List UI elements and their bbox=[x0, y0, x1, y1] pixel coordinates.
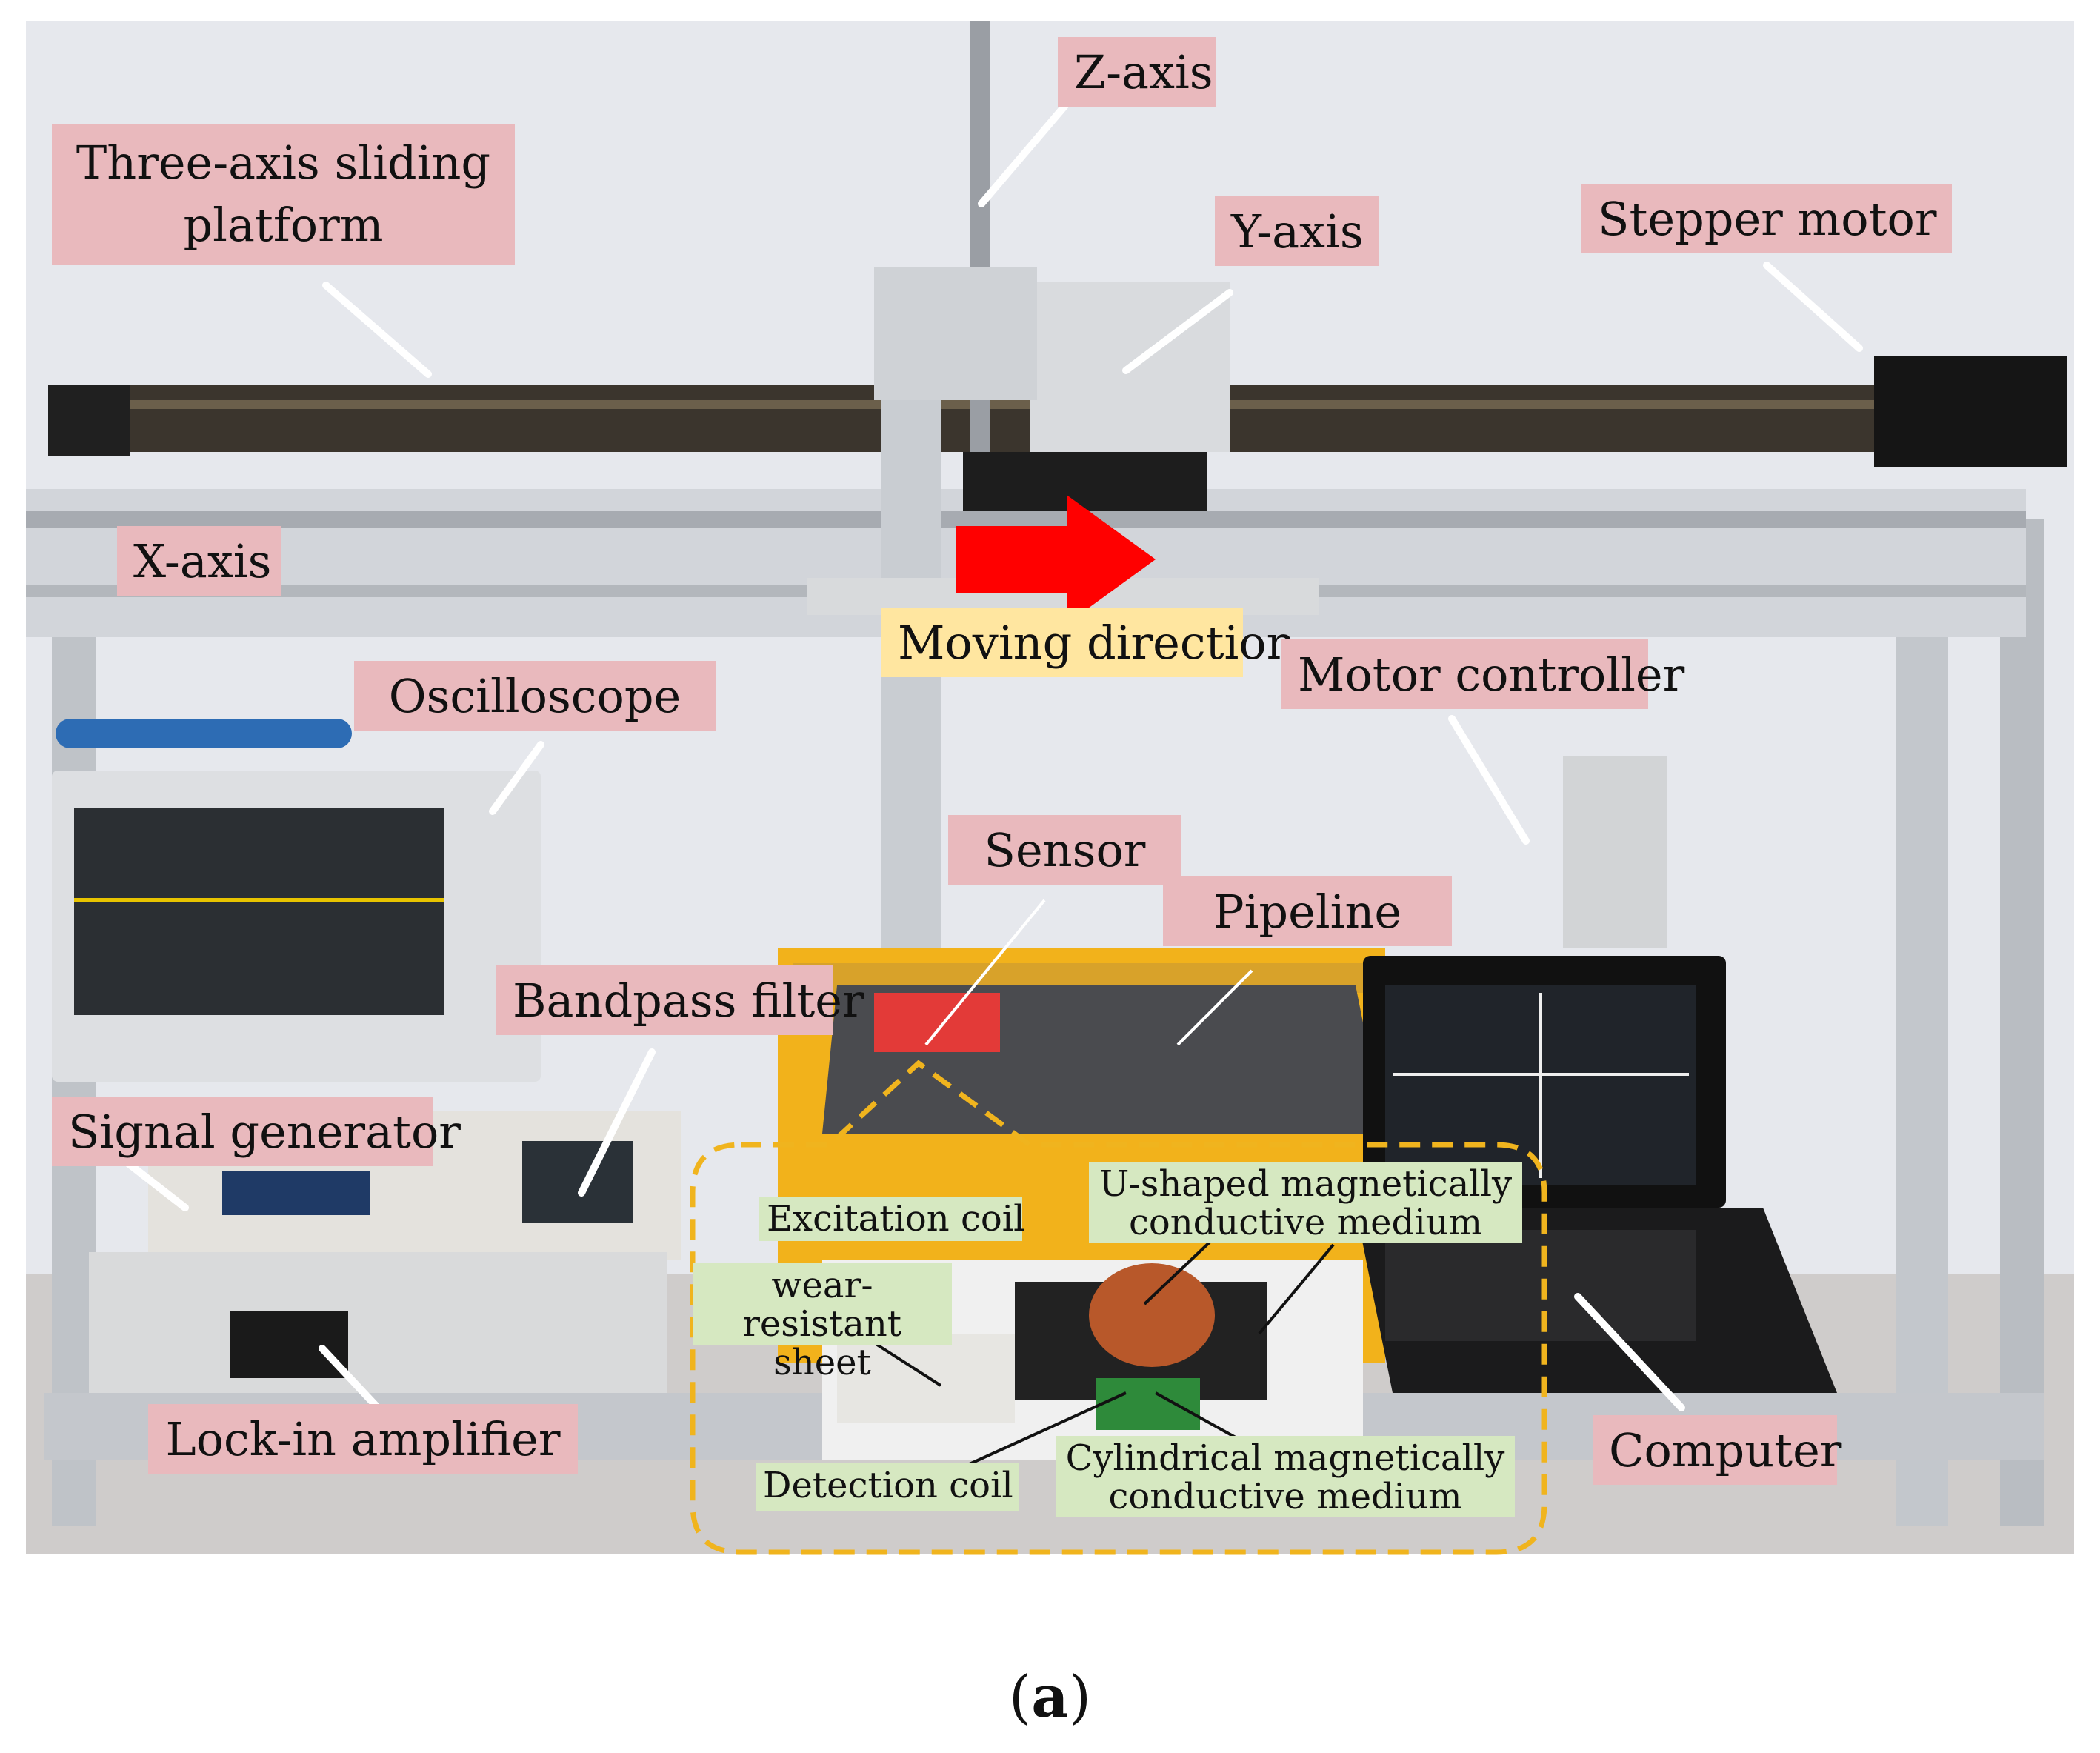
leader-stepper bbox=[1763, 262, 1863, 352]
leader-computer bbox=[1574, 1293, 1685, 1411]
label-wear-resistant-sheet: wear-resistant sheet bbox=[693, 1263, 952, 1382]
inset-excitation-coil bbox=[1089, 1263, 1215, 1367]
label-z-axis: Z-axis bbox=[1058, 37, 1216, 107]
label-cylindrical-medium: Cylindrical magnetically conductive medi… bbox=[1056, 1436, 1515, 1517]
laptop-keyboard bbox=[1385, 1230, 1696, 1341]
figure-caption: (a) bbox=[0, 1663, 2100, 1731]
label-pipeline: Pipeline bbox=[1163, 876, 1452, 946]
label-stepper-motor: Stepper motor bbox=[1581, 184, 1952, 253]
leader-lines-thin bbox=[924, 899, 1253, 1046]
caption-open: ( bbox=[1008, 1664, 1032, 1731]
bandpass-filter-body bbox=[522, 1141, 633, 1223]
label-lock-in-amplifier: Lock-in amplifier bbox=[148, 1404, 578, 1474]
label-y-axis: Y-axis bbox=[1215, 196, 1379, 266]
lock-in-amplifier-body bbox=[89, 1252, 667, 1393]
label-three-axis-platform: Three-axis sliding platform bbox=[52, 124, 515, 265]
motor-controller-box bbox=[1563, 756, 1667, 948]
label-oscilloscope: Oscilloscope bbox=[354, 661, 716, 731]
carriage-plate bbox=[874, 267, 1037, 400]
label-excitation-coil: Excitation coil bbox=[759, 1197, 1024, 1241]
inset-wear-sheet bbox=[837, 1334, 1015, 1423]
label-motor-controller: Motor controller bbox=[1281, 639, 1684, 709]
leader-pipeline bbox=[1176, 969, 1253, 1046]
caption-close: ) bbox=[1068, 1664, 1092, 1731]
leader-z-axis bbox=[978, 100, 1070, 207]
leader-motor-controller bbox=[1448, 715, 1530, 845]
frame-rail-stripe bbox=[26, 511, 2026, 528]
label-computer: Computer bbox=[1593, 1415, 1841, 1485]
signal-generator-display bbox=[222, 1171, 370, 1215]
leader-lock-in bbox=[319, 1345, 381, 1411]
leader-detection-coil bbox=[962, 1391, 1127, 1468]
guide-end-left bbox=[48, 385, 130, 456]
frame-upright-right2 bbox=[2000, 519, 2044, 1526]
frame-upright-right bbox=[1896, 519, 1948, 1526]
caption-letter: a bbox=[1031, 1663, 1069, 1731]
label-bandpass-filter: Bandpass filter bbox=[496, 965, 864, 1035]
label-moving-direction: Moving direction bbox=[881, 608, 1296, 677]
inset-dashed-outline bbox=[690, 1060, 1547, 1555]
lock-in-amplifier-panel bbox=[230, 1311, 348, 1378]
leader-sensor bbox=[924, 899, 1046, 1046]
leader-y-axis bbox=[1122, 289, 1233, 374]
leader-three-axis bbox=[322, 282, 432, 378]
leader-u-shaped bbox=[1258, 1243, 1335, 1335]
z-axis-rod bbox=[970, 21, 990, 480]
label-detection-coil: Detection coil bbox=[756, 1463, 1019, 1511]
leader-excitation-coil bbox=[1143, 1236, 1216, 1305]
inset-detection-coil-board bbox=[1096, 1378, 1200, 1430]
sensor-holder bbox=[874, 993, 1000, 1052]
stepper-motor-block bbox=[1874, 356, 2067, 467]
leader-oscilloscope bbox=[489, 741, 544, 815]
label-u-shaped-medium: U-shaped magnetically conductive medium bbox=[1089, 1162, 1522, 1243]
moving-direction-arrow bbox=[956, 495, 1156, 624]
carriage-base bbox=[963, 452, 1207, 511]
oscilloscope-screen bbox=[74, 808, 444, 1015]
leader-bandpass bbox=[578, 1048, 656, 1197]
label-x-axis: X-axis bbox=[117, 526, 281, 596]
label-sensor: Sensor bbox=[948, 815, 1181, 885]
label-signal-generator: Signal generator bbox=[52, 1097, 461, 1166]
oscilloscope-handle bbox=[56, 719, 352, 748]
